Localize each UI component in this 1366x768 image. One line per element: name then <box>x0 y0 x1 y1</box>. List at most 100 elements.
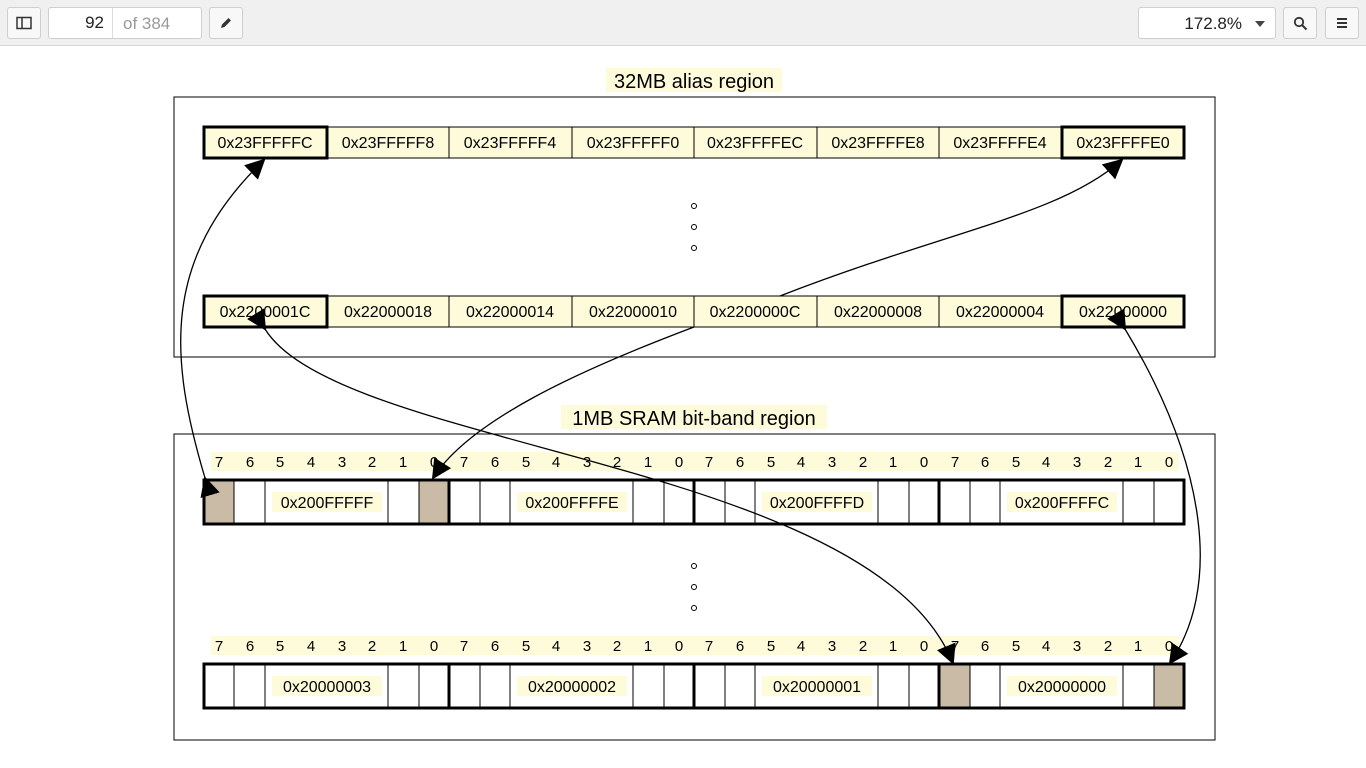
sidebar-icon <box>16 16 32 30</box>
byte-address: 0x20000001 <box>773 679 861 696</box>
byte-address: 0x200FFFFD <box>770 495 864 512</box>
alias-top-row: 0x23FFFFFC 0x23FFFFF8 0x23FFFFF4 0x23FFF… <box>202 125 1186 160</box>
hamburger-menu-icon <box>1337 18 1347 28</box>
bit-number: 5 <box>276 454 284 471</box>
bit-number: 2 <box>1104 638 1112 655</box>
bit-number: 3 <box>583 638 591 655</box>
bit-number: 1 <box>1134 638 1142 655</box>
menu-button[interactable] <box>1325 7 1359 39</box>
alias-cell: 0x23FFFFF8 <box>342 135 435 152</box>
arrow-to-23FFFFE0 <box>779 158 1124 297</box>
search-icon <box>1293 16 1307 30</box>
bit-number: 6 <box>981 454 989 471</box>
bit-number: 0 <box>675 638 683 655</box>
bit-number: 4 <box>552 454 560 471</box>
alias-bottom-row: 0x2200001C 0x22000018 0x22000014 0x22000… <box>202 294 1186 329</box>
highlighted-bit <box>204 480 234 524</box>
bit-number: 7 <box>951 638 959 655</box>
bit-number: 4 <box>797 454 805 471</box>
bit-number: 2 <box>859 454 867 471</box>
byte-address: 0x20000000 <box>1018 679 1106 696</box>
bit-number: 4 <box>307 454 315 471</box>
zoom-select[interactable]: 172.8% <box>1138 7 1276 39</box>
bit-number: 3 <box>1073 638 1081 655</box>
zoom-value: 172.8% <box>1184 14 1242 33</box>
mapping-arrows <box>180 158 1201 665</box>
byte-address: 0x200FFFFE <box>525 495 618 512</box>
bit-number: 7 <box>460 638 468 655</box>
bit-number: 6 <box>736 638 744 655</box>
alias-cell: 0x22000000 <box>1079 304 1167 321</box>
bit-number: 7 <box>215 454 223 471</box>
bit-number: 1 <box>1134 454 1142 471</box>
pen-icon <box>221 18 231 28</box>
viewer-toolbar: of 384 172.8% <box>0 0 1366 46</box>
bit-number: 6 <box>736 454 744 471</box>
bit-number: 3 <box>828 454 836 471</box>
bit-number: 2 <box>1104 454 1112 471</box>
bit-number: 7 <box>705 638 713 655</box>
alias-cell: 0x23FFFFFC <box>217 135 312 152</box>
bit-number: 6 <box>246 638 254 655</box>
alias-region-title: 32MB alias region <box>614 71 774 93</box>
bit-number: 5 <box>1012 454 1020 471</box>
sram-ellipsis <box>691 563 697 611</box>
alias-cell: 0x23FFFFF4 <box>464 135 557 152</box>
bit-number: 5 <box>522 638 530 655</box>
sram-bottom-row: 0x20000003 0x20000002 0x20000001 0x20000… <box>202 662 1186 710</box>
bit-number: 0 <box>675 454 683 471</box>
arrow-22000000-to-bit0-20000000 <box>1107 308 1201 665</box>
bit-number: 4 <box>307 638 315 655</box>
alias-cell: 0x22000014 <box>466 304 554 321</box>
bit-number: 0 <box>1165 638 1173 655</box>
bit-number: 3 <box>828 638 836 655</box>
bit-number: 3 <box>583 454 591 471</box>
bit-number: 1 <box>889 454 897 471</box>
byte-address: 0x200FFFFF <box>281 495 374 512</box>
bit-number: 2 <box>613 638 621 655</box>
alias-ellipsis <box>691 203 697 251</box>
bit-number: 1 <box>399 454 407 471</box>
page-total: of 384 <box>123 14 171 33</box>
bit-number: 1 <box>889 638 897 655</box>
alias-cell: 0x23FFFFF0 <box>587 135 680 152</box>
bit-number: 5 <box>767 454 775 471</box>
sram-top-row: 0x200FFFFF 0x200FFFFE 0x200FFFFD 0x200FF… <box>202 478 1186 526</box>
document-page: 32MB alias region 1MB SRAM bit-band regi… <box>0 47 1366 768</box>
bit-number: 3 <box>1073 454 1081 471</box>
sram-region-title: 1MB SRAM bit-band region <box>572 408 815 430</box>
alias-cell: 0x23FFFFE0 <box>1076 135 1169 152</box>
highlighted-bit <box>419 480 449 524</box>
bit-number: 2 <box>368 454 376 471</box>
annotate-button[interactable] <box>209 7 243 39</box>
bit-number: 3 <box>338 638 346 655</box>
bit-number: 4 <box>552 638 560 655</box>
highlighted-bit <box>939 664 970 708</box>
bit-number: 0 <box>920 454 928 471</box>
bit-number: 0 <box>430 638 438 655</box>
bit-number: 0 <box>430 454 438 471</box>
alias-cell: 0x22000010 <box>589 304 677 321</box>
alias-cell: 0x23FFFFE4 <box>953 135 1046 152</box>
bit-number: 4 <box>797 638 805 655</box>
alias-cell: 0x22000008 <box>834 304 922 321</box>
search-button[interactable] <box>1283 7 1317 39</box>
bit-number: 2 <box>368 638 376 655</box>
bit-number: 2 <box>859 638 867 655</box>
bit-band-diagram: 32MB alias region 1MB SRAM bit-band regi… <box>173 68 1216 741</box>
bit-number: 5 <box>522 454 530 471</box>
byte-address: 0x20000003 <box>283 679 371 696</box>
byte-address: 0x200FFFFC <box>1015 495 1109 512</box>
bit-number: 0 <box>1165 454 1173 471</box>
alias-title-bg <box>606 68 782 92</box>
bit-number: 6 <box>491 638 499 655</box>
arrow-bit7-to-23FFFFFC <box>180 158 266 499</box>
sram-bottom-bit-numbers: 7 6 5 4 3 2 1 0 7 6 5 4 3 2 1 0 7 6 5 4 … <box>211 636 1179 655</box>
sidebar-toggle-button[interactable] <box>7 7 41 39</box>
page-number-input[interactable] <box>49 8 113 38</box>
bit-number: 5 <box>1012 638 1020 655</box>
bit-number: 6 <box>246 454 254 471</box>
chevron-down-icon <box>1255 21 1265 27</box>
bit-number: 4 <box>1042 638 1050 655</box>
bit-number: 1 <box>399 638 407 655</box>
